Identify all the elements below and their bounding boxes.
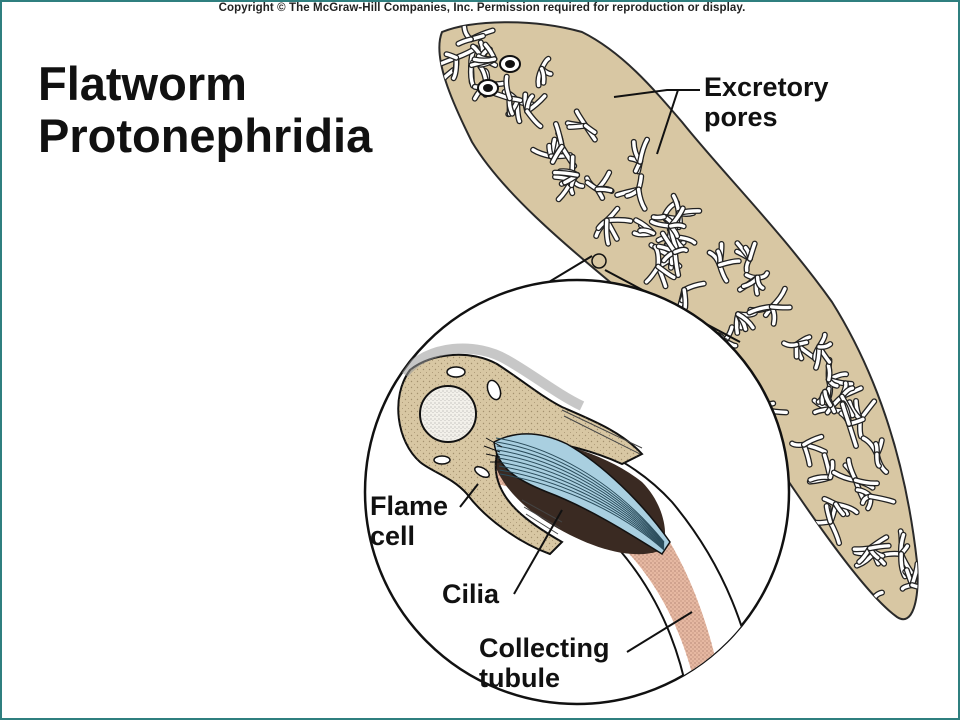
page-title: Flatworm Protonephridia [38, 58, 372, 162]
title-line-1: Flatworm [38, 57, 247, 110]
excretory-pores-leaders [613, 89, 700, 155]
label-cilia: Cilia [442, 579, 500, 609]
label-collecting-line-2: tubule [479, 663, 560, 693]
label-leaders [459, 483, 693, 653]
cilia-rootlets [483, 437, 503, 463]
label-flame-line-2: cell [370, 521, 416, 551]
mitochondria [433, 366, 502, 479]
magnified-view [363, 278, 791, 706]
label-flame-cell: Flame cell [370, 491, 448, 551]
wall-striations [521, 409, 643, 535]
protonephridial-network [439, 24, 918, 620]
magnified-spot-marker [591, 253, 607, 269]
label-excretory-pores: Excretory pores [704, 72, 829, 132]
title-line-2: Protonephridia [38, 109, 373, 162]
cilia-strands [495, 437, 665, 551]
label-collecting-tubule: Collecting tubule [479, 633, 610, 693]
label-flame-line-1: Flame [370, 491, 449, 521]
copyright-notice: Copyright © The McGraw-Hill Companies, I… [218, 2, 746, 14]
label-collecting-line-1: Collecting [479, 633, 610, 663]
label-excretory-line-2: pores [704, 102, 778, 132]
label-excretory-line-1: Excretory [704, 72, 829, 102]
